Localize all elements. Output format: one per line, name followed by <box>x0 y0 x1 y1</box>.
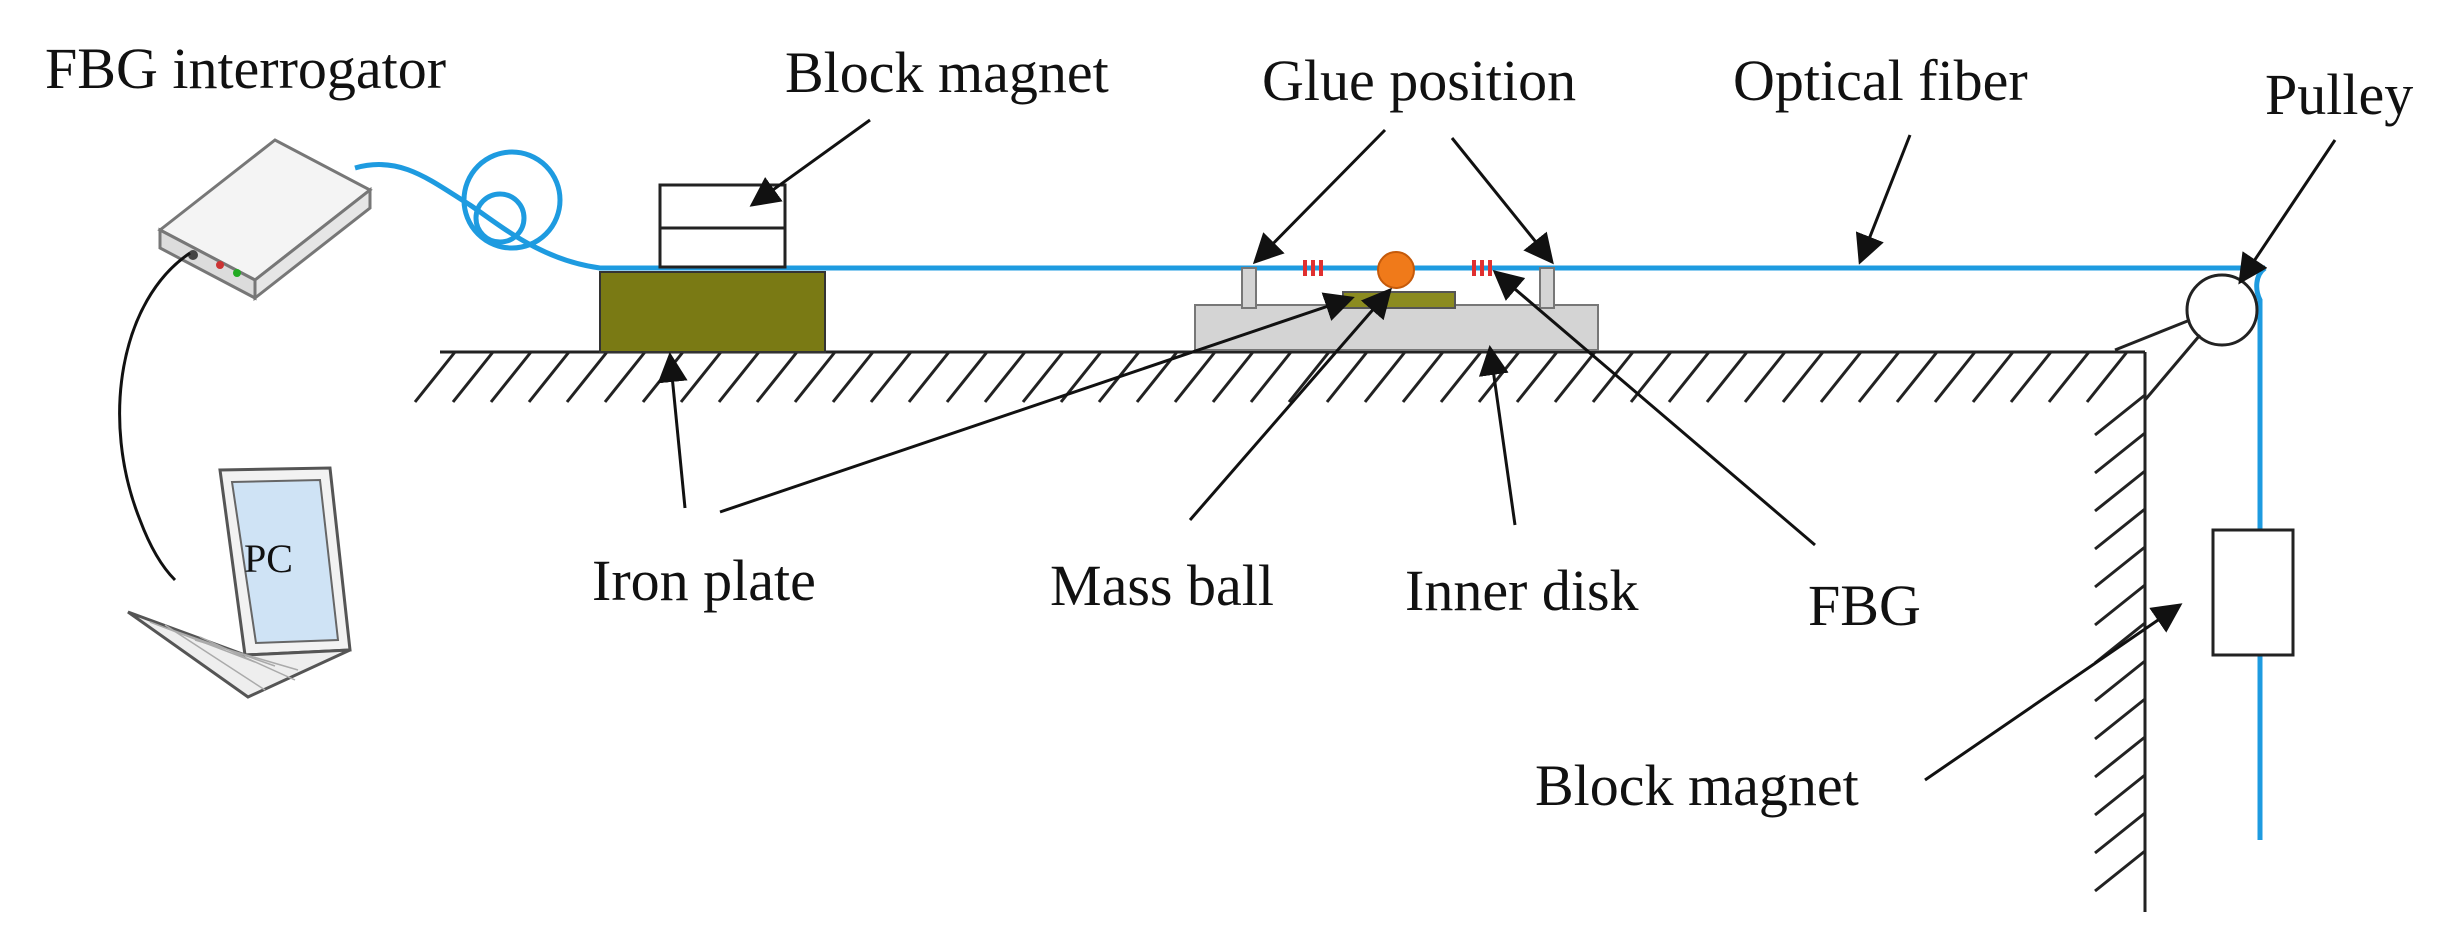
ground-hatch-line <box>1819 351 1863 403</box>
fbg-label: FBG <box>1808 573 1921 638</box>
ground-hatch-line <box>1287 351 1331 403</box>
ground-surface <box>413 350 2147 912</box>
ground-hatch-line <box>1211 351 1255 403</box>
block-magnet-top <box>658 183 787 269</box>
ground-hatch-line <box>1477 351 1521 403</box>
iron-plate-label: Iron plate <box>592 548 816 613</box>
wall-hatch-line <box>2094 811 2146 855</box>
wall-hatch-line <box>2094 507 2146 551</box>
ground-hatch-line <box>1895 351 1939 403</box>
ground-hatch-line <box>1667 351 1711 403</box>
ground-hatch-line <box>945 351 989 403</box>
ground-hatch-line <box>1971 351 2015 403</box>
pc-label: PC <box>244 536 293 581</box>
ground-hatch-line <box>1515 351 1559 403</box>
wall-hatch-line <box>2094 469 2146 513</box>
fbg-grating-left <box>1303 260 1323 276</box>
wall-hatch-line <box>2094 545 2146 589</box>
block-magnet-top-label: Block magnet <box>785 40 1109 105</box>
ground-hatch-line <box>1781 351 1825 403</box>
mass-ball <box>1377 251 1415 289</box>
ground-hatch-line <box>2009 351 2053 403</box>
ground-hatch-line <box>2085 351 2129 403</box>
ground-hatch-line <box>907 351 951 403</box>
block-magnet-hanging <box>2211 528 2295 657</box>
wall-hatch-line <box>2094 773 2146 817</box>
ground-hatch-line <box>1705 351 1749 403</box>
ground-hatch-line <box>1743 351 1787 403</box>
ground-hatch-line <box>565 351 609 403</box>
laptop-pc: PC <box>127 466 352 699</box>
ground-hatch-line <box>489 351 533 403</box>
optical-fiber-label: Optical fiber <box>1733 48 2028 113</box>
usb-cable <box>118 251 191 582</box>
fbg-interrogator-device <box>157 138 373 302</box>
ground-hatch-line <box>1249 351 1293 403</box>
ground-hatch-line <box>1857 351 1901 403</box>
disk-assembly <box>1194 251 1599 351</box>
ground-hatch-line <box>679 351 723 403</box>
ground-hatch-line <box>1933 351 1977 403</box>
fbg-interrogator-label: FBG interrogator <box>45 36 446 101</box>
ground-hatch-line <box>755 351 799 403</box>
pulley-label: Pulley <box>2265 62 2413 127</box>
ground-hatch-line <box>831 351 875 403</box>
wall-hatch-line <box>2094 849 2146 893</box>
ground-hatch-line <box>793 351 837 403</box>
ground-hatch-line <box>527 351 571 403</box>
ground-hatch-line <box>1173 351 1217 403</box>
optical-fiber-path <box>354 149 2267 840</box>
wall-hatch-line <box>2094 583 2146 627</box>
outer-disk <box>1194 304 1599 351</box>
ground-hatch-line <box>451 351 495 403</box>
wall-hatch-line <box>2094 735 2146 779</box>
pulley <box>2114 273 2259 401</box>
block-magnet-bottom-label: Block magnet <box>1535 753 1859 818</box>
ground-hatch-line <box>1553 351 1597 403</box>
glue-position-label: Glue position <box>1262 48 1576 113</box>
ground-hatch-line <box>869 351 913 403</box>
leader-arrows <box>657 118 2337 782</box>
ground-hatch-line <box>1401 351 1445 403</box>
ground-hatch-line <box>1363 351 1407 403</box>
wall-hatch-line <box>2094 393 2146 437</box>
wall-hatch-line <box>2094 659 2146 703</box>
ground-hatch-line <box>603 351 647 403</box>
ground-hatch-line <box>1325 351 1369 403</box>
ground-hatch-line <box>717 351 761 403</box>
ground-hatch-line <box>413 351 457 403</box>
ground-hatch-line <box>1439 351 1483 403</box>
ground-hatch-line <box>1591 351 1635 403</box>
inner-disk <box>1342 291 1456 309</box>
ground-hatch-line <box>2047 351 2091 403</box>
iron-plate <box>599 271 826 353</box>
wall-hatch-line <box>2094 431 2146 475</box>
ground-hatch-line <box>1021 351 1065 403</box>
inner-disk-label: Inner disk <box>1405 558 1639 623</box>
ground-hatch-line <box>983 351 1027 403</box>
fbg-grating-right <box>1472 260 1492 276</box>
wall-hatch-line <box>2094 697 2146 741</box>
ground-hatch-line <box>641 351 685 403</box>
mass-ball-label: Mass ball <box>1050 553 1274 618</box>
